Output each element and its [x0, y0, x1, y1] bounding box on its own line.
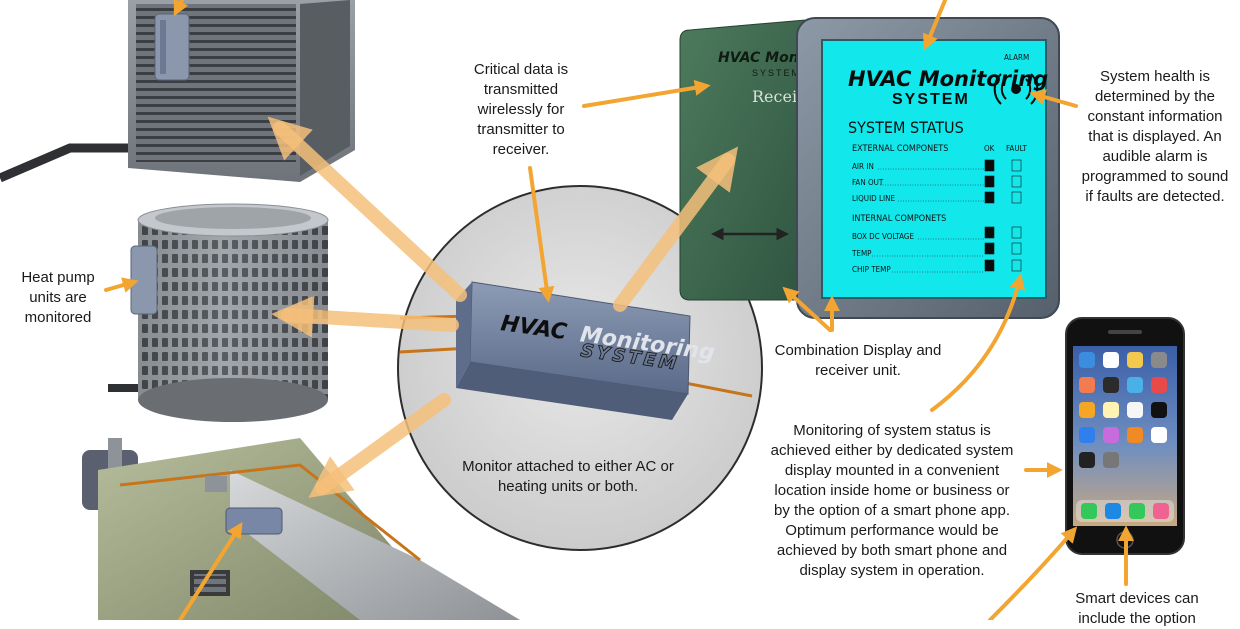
- caption-smart-devices: Smart devices can include the option: [1075, 590, 1199, 627]
- col-fault: FAULT: [1006, 144, 1028, 153]
- furnace-unit: [82, 438, 520, 620]
- smartphone: [1065, 317, 1185, 555]
- app-icons-grid: [1076, 352, 1174, 522]
- internal-status-indicators: [872, 226, 1022, 273]
- alarm-label: ALARM: [1004, 53, 1029, 62]
- display-unit: HVAC Monitoring SYSTEM ALARM SYSTEM STAT…: [796, 17, 1060, 319]
- transmitter-on-furnace: [225, 507, 283, 535]
- display-brand-system: SYSTEM: [892, 91, 970, 108]
- caption-monitoring-status: Monitoring of system status is achieved …: [770, 422, 1014, 579]
- internal-item-box-dc-voltage: BOX DC VOLTAGE: [852, 232, 915, 241]
- caption-monitor-attached: Monitor attached to either AC or heating…: [462, 458, 674, 495]
- caption-system-health: System health is determined by the const…: [1081, 68, 1229, 205]
- internal-header: INTERNAL COMPONETS: [852, 214, 946, 224]
- connection-arrows: [267, 116, 739, 498]
- receiver-brand-system: SYSTEM: [752, 68, 801, 78]
- external-item-air-in: AIR IN: [852, 162, 874, 171]
- heat-pump-unit: [108, 203, 329, 422]
- status-title: SYSTEM STATUS: [848, 118, 964, 137]
- col-ok: OK: [984, 144, 995, 153]
- monitor-closeup-circle: HVAC Monitoring SYSTEM: [397, 185, 763, 551]
- internal-item-temp: TEMP: [851, 249, 872, 258]
- transmitter-on-condenser: [154, 13, 190, 81]
- caption-heat-pump: Heat pump units are monitored: [21, 269, 95, 326]
- pointer-arrows: [104, 0, 1134, 620]
- external-header: EXTERNAL COMPONETS: [852, 144, 948, 154]
- caption-critical-data: Critical data is transmitted wirelessly …: [473, 61, 569, 158]
- external-status-indicators: [878, 159, 1022, 204]
- internal-item-chip-temp: CHIP TEMP: [852, 265, 891, 274]
- transmitter-on-heat-pump: [130, 245, 158, 315]
- external-item-liquid-line: LIQUID LINE: [852, 194, 896, 203]
- external-item-fan-out: FAN OUT: [852, 178, 884, 187]
- caption-combination: Combination Display and receiver unit.: [774, 342, 942, 379]
